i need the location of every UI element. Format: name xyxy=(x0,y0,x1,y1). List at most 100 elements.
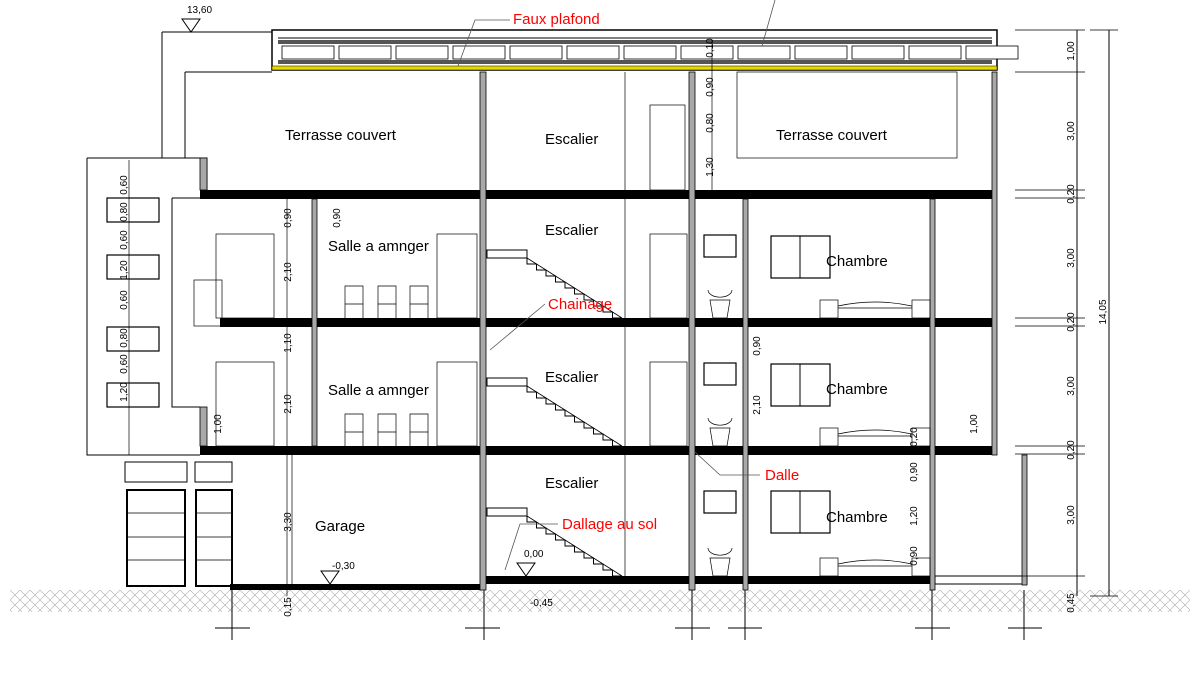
dimension-label: 3,30 xyxy=(283,512,294,532)
dimension-label: 0,10 xyxy=(705,38,716,58)
dimension-label: 1,10 xyxy=(283,333,294,353)
nightstand xyxy=(911,557,931,577)
hollow-block xyxy=(737,45,791,60)
svg-text:0,00: 0,00 xyxy=(524,549,544,560)
bed xyxy=(837,429,913,437)
slab-level-3 xyxy=(200,190,997,199)
chair xyxy=(377,285,397,318)
dimension-label: 3,00 xyxy=(1066,121,1077,141)
dimension-label: 14,05 xyxy=(1098,299,1109,324)
hollow-block xyxy=(851,45,905,60)
dimension-label: 3,00 xyxy=(1066,248,1077,268)
doors xyxy=(193,233,688,447)
hollow-block xyxy=(281,45,335,60)
annotation-faux-plafond: Faux plafond xyxy=(513,11,600,28)
dimension-label: 0,15 xyxy=(283,597,294,617)
dimension-label: 1,20 xyxy=(119,260,130,280)
door xyxy=(649,104,686,191)
annotation-chainage: Chainage xyxy=(548,296,612,313)
dimension-label: 1,00 xyxy=(1066,41,1077,61)
dimension-label: 0,90 xyxy=(283,208,294,228)
chair xyxy=(377,413,397,446)
room-label: Escalier xyxy=(545,475,598,492)
dimension-label: 0,90 xyxy=(909,462,920,482)
dimension-label: 0,20 xyxy=(909,427,920,447)
svg-text:13,60: 13,60 xyxy=(187,5,212,16)
hollow-block xyxy=(965,45,1019,60)
dimension-label: 0,90 xyxy=(332,208,343,228)
dimension-label: 0,60 xyxy=(119,175,130,195)
room-label: Salle a amnger xyxy=(328,382,429,399)
toilet-icon xyxy=(707,547,733,577)
garage-slab xyxy=(230,584,480,590)
dimension-label: 2,10 xyxy=(283,394,294,414)
dimension-label: 0,80 xyxy=(705,113,716,133)
terrasse-frame xyxy=(736,71,958,159)
leader-lines xyxy=(457,0,776,571)
stair-landing xyxy=(486,507,528,517)
windows xyxy=(703,234,831,534)
dimension-label: 1,00 xyxy=(969,414,980,434)
room-label: Chambre xyxy=(826,381,888,398)
hollow-block xyxy=(908,45,962,60)
nightstand xyxy=(819,557,839,577)
dimension-label: 0,60 xyxy=(119,230,130,250)
dimension-label: 1,20 xyxy=(909,506,920,526)
facade-block xyxy=(86,157,208,456)
hollow-block xyxy=(680,45,734,60)
slab-level-1 xyxy=(200,446,997,455)
dimension-label: 2,10 xyxy=(752,395,763,415)
dimension-label: 0,20 xyxy=(1066,184,1077,204)
room-label: Escalier xyxy=(545,369,598,386)
dimension-label: 1,30 xyxy=(705,157,716,177)
columns xyxy=(199,71,1028,591)
dimension-labels: 1,003,000,203,000,203,000,203,000,4514,0… xyxy=(119,38,1109,617)
roof-hollow-blocks xyxy=(281,45,1019,60)
dimension-label: 0,90 xyxy=(909,546,920,566)
hollow-block xyxy=(566,45,620,60)
room-label: Chambre xyxy=(826,253,888,270)
dimension-label: 3,00 xyxy=(1066,505,1077,525)
stair-landing xyxy=(486,249,528,259)
room-label: Salle a amnger xyxy=(328,238,429,255)
stair-landing xyxy=(486,377,528,387)
parapet xyxy=(161,31,272,158)
dimension-label: 0,80 xyxy=(119,202,130,222)
dimension-label: 0,45 xyxy=(1066,593,1077,613)
ground-slab xyxy=(480,576,935,584)
hollow-block xyxy=(509,45,563,60)
room-label: Terrasse couvert xyxy=(285,127,397,144)
nightstand xyxy=(819,299,839,319)
chair xyxy=(409,285,429,318)
room-label: Garage xyxy=(315,518,365,535)
hollow-block xyxy=(623,45,677,60)
nightstand xyxy=(819,427,839,447)
hollow-block xyxy=(794,45,848,60)
hollow-block xyxy=(395,45,449,60)
annotation-dallage: Dallage au sol xyxy=(562,516,657,533)
bed xyxy=(837,301,913,309)
room-label: Terrasse couvert xyxy=(776,127,888,144)
nightstand xyxy=(911,427,931,447)
foundations xyxy=(215,590,1042,640)
stair-stringer xyxy=(526,257,623,319)
slab-level-2 xyxy=(220,318,997,327)
level-markers: 13,60 -0,30 0,00 -0,45 xyxy=(181,5,553,609)
toilet-icon xyxy=(707,289,733,319)
dimension-label: 0,20 xyxy=(1066,440,1077,460)
toilet-icon xyxy=(707,417,733,447)
dimension-label: 0,60 xyxy=(119,290,130,310)
bed xyxy=(837,559,913,567)
chair xyxy=(344,413,364,446)
staircases xyxy=(486,249,623,577)
dimension-label: 0,60 xyxy=(119,354,130,374)
exterior-slab xyxy=(934,575,1028,585)
stair-stringer xyxy=(526,385,623,447)
room-label: Chambre xyxy=(826,509,888,526)
stair-stringer xyxy=(526,515,623,577)
room-label: Escalier xyxy=(545,222,598,239)
ground-hatch xyxy=(10,590,1190,612)
dimension-label: 0,20 xyxy=(1066,312,1077,332)
svg-text:-0,30: -0,30 xyxy=(332,561,355,572)
